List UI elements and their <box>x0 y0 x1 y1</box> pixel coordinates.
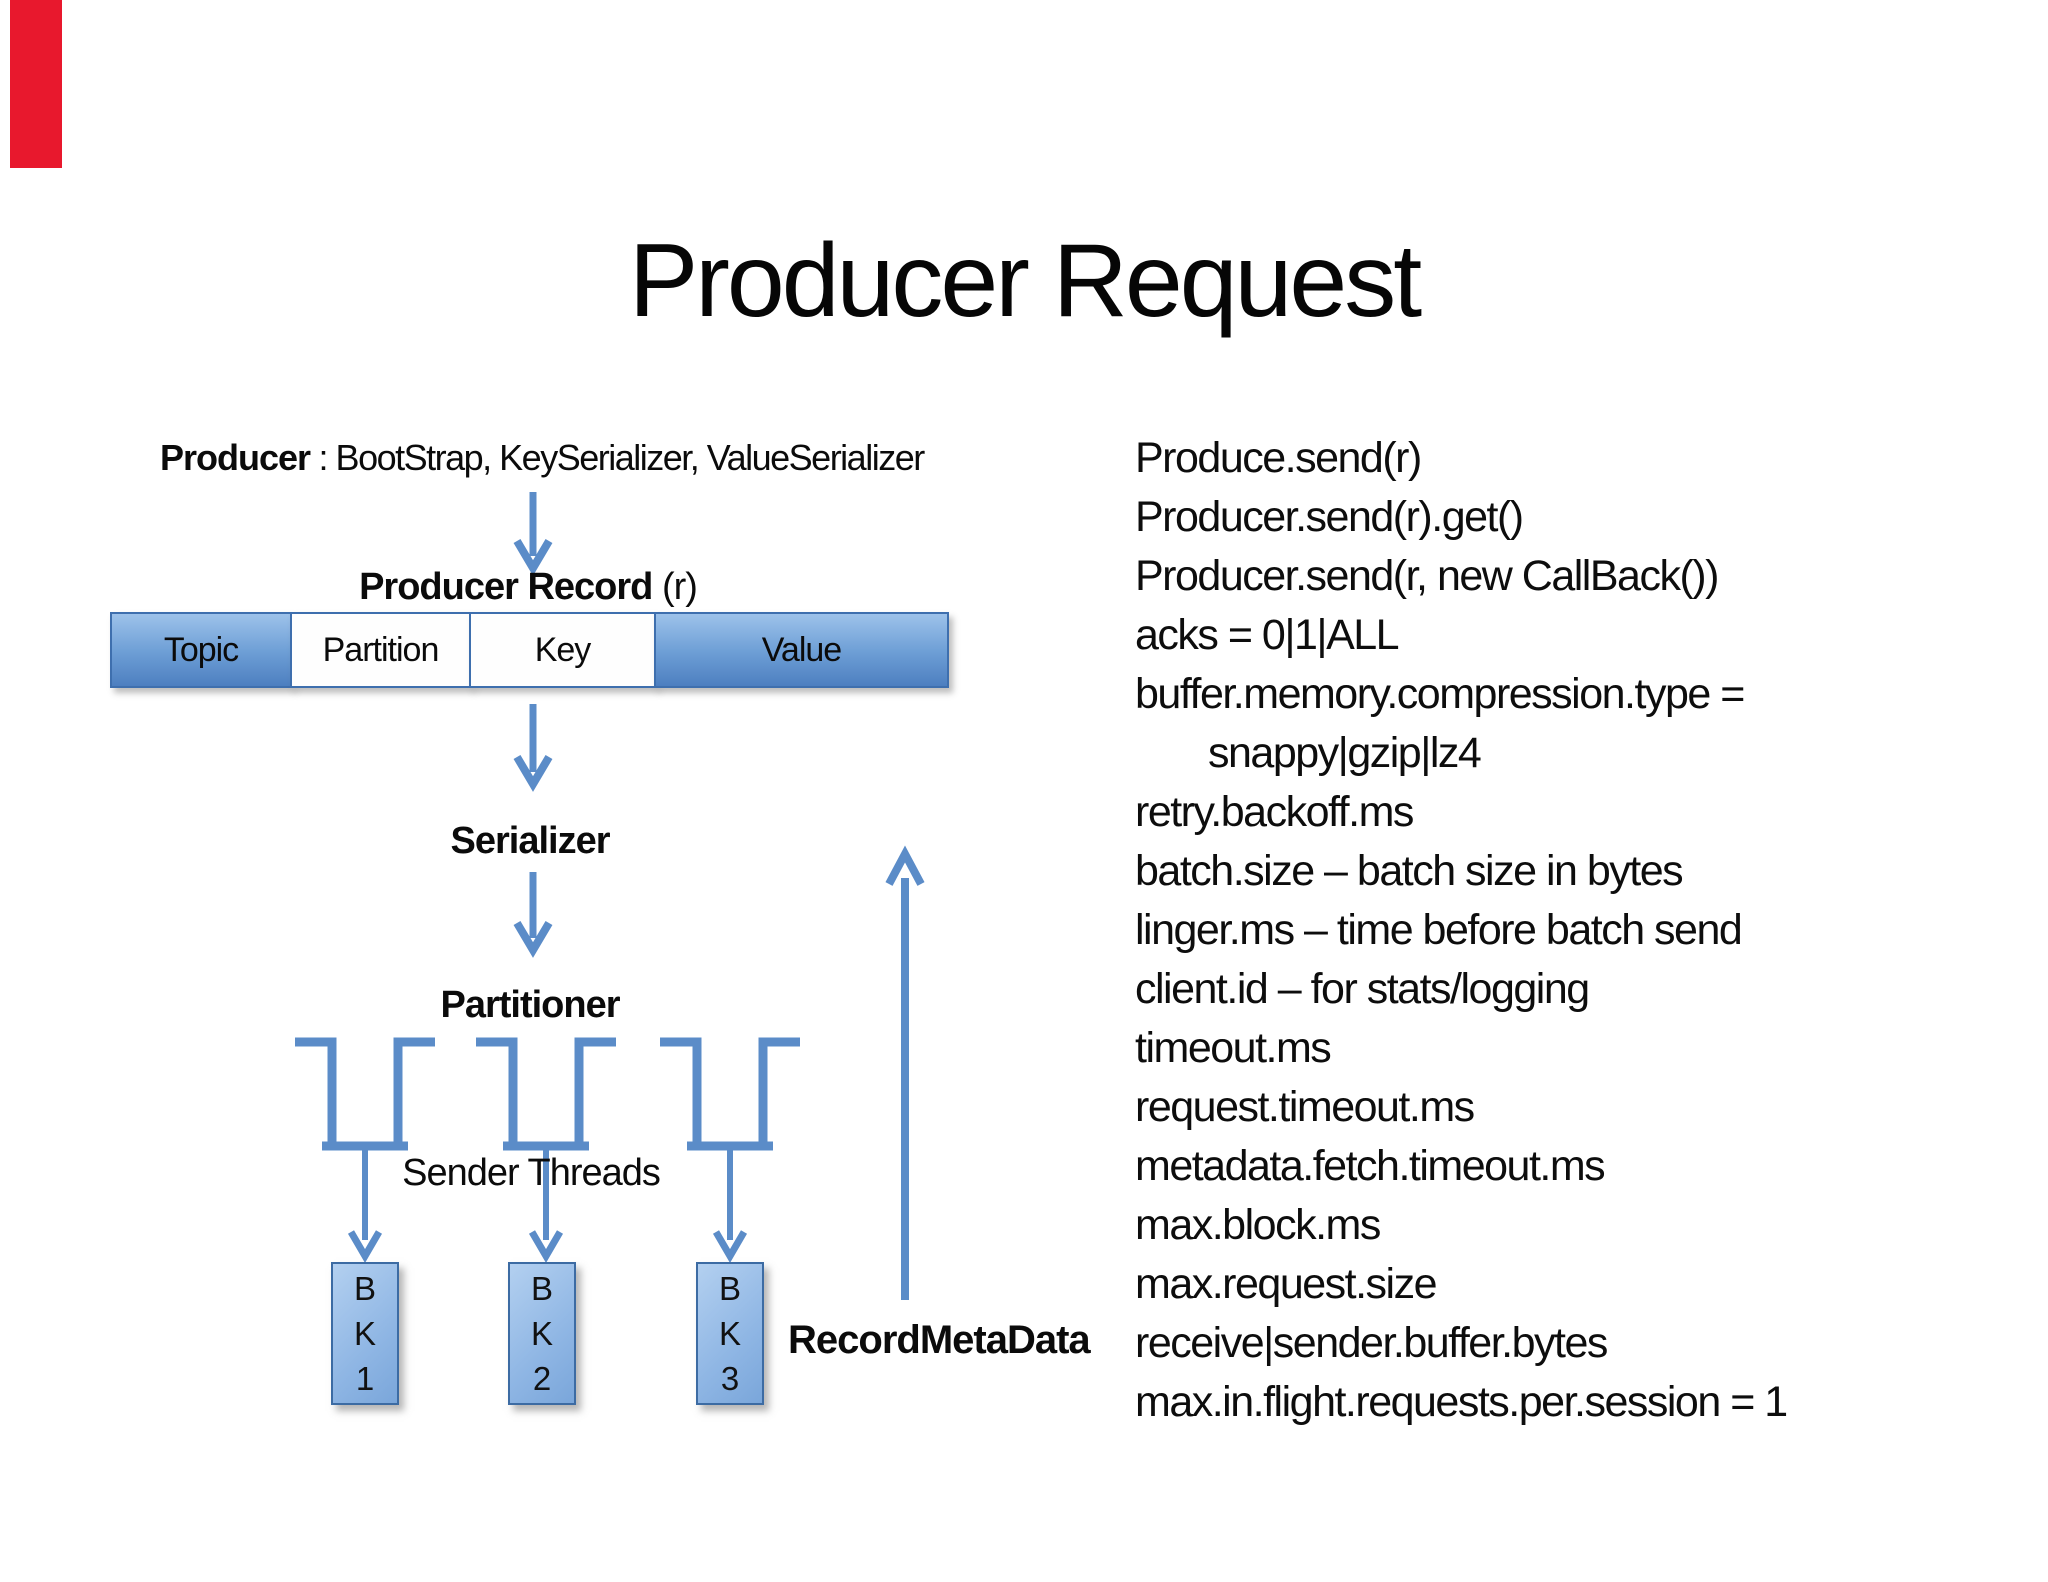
config-line: retry.backoff.ms <box>1135 788 1414 836</box>
config-line: receive|sender.buffer.bytes <box>1135 1319 1608 1367</box>
segment-label: Topic <box>163 630 239 669</box>
config-line: client.id – for stats/logging <box>1135 965 1590 1013</box>
broker-line: 2 <box>532 1360 552 1397</box>
record-metadata-label: RecordMetaData <box>788 1318 1091 1362</box>
funnel-icon-1 <box>295 1037 435 1151</box>
broker-line: B <box>353 1270 376 1307</box>
broker-line: B <box>718 1270 741 1307</box>
broker-line: K <box>718 1315 741 1352</box>
config-line: Produce.send(r) <box>1135 434 1422 482</box>
config-line: snappy|gzip|lz4 <box>1208 729 1482 777</box>
producer-record-bold: Producer Record <box>359 566 653 608</box>
funnel-icon-2 <box>476 1037 616 1151</box>
producer-record-label: Producer Record (r) <box>278 566 778 609</box>
sender-threads-label: Sender Threads <box>402 1152 661 1194</box>
config-line: buffer.memory.compression.type = <box>1135 670 1745 718</box>
producer-caption-bold: Producer <box>160 437 311 478</box>
broker-box-2: B K 2 <box>508 1262 576 1405</box>
broker-line: 1 <box>355 1360 375 1397</box>
broker-line: K <box>353 1315 376 1352</box>
producer-caption-rest: : BootStrap, KeySerializer, ValueSeriali… <box>310 437 926 478</box>
config-line: metadata.fetch.timeout.ms <box>1135 1142 1606 1190</box>
record-bar: Topic Partition Key Value <box>110 612 955 688</box>
config-line: max.request.size <box>1135 1260 1438 1308</box>
producer-caption: Producer : BootStrap, KeySerializer, Val… <box>160 436 926 480</box>
broker-line: 3 <box>720 1360 740 1397</box>
arrow-down-icon-2 <box>513 704 553 792</box>
config-line: linger.ms – time before batch send <box>1135 906 1743 954</box>
red-corner-marker <box>10 0 62 168</box>
sender-arrow-down-icon-3 <box>712 1146 748 1263</box>
config-line: request.timeout.ms <box>1135 1083 1475 1131</box>
arrow-down-icon-3 <box>513 872 553 958</box>
slide-title: Producer Request <box>628 223 1422 339</box>
segment-label: Key <box>534 630 592 669</box>
config-line: max.in.flight.requests.per.session = 1 <box>1135 1378 1788 1426</box>
config-line: timeout.ms <box>1135 1024 1332 1072</box>
segment-label: Value <box>761 630 842 669</box>
config-line: Producer.send(r, new CallBack()) <box>1135 552 1719 600</box>
arrow-down-icon-1 <box>513 492 553 576</box>
record-bar-segment-key: Key <box>469 612 656 688</box>
broker-line: B <box>530 1270 553 1307</box>
config-line: batch.size – batch size in bytes <box>1135 847 1684 895</box>
sender-arrow-down-icon-1 <box>347 1146 383 1263</box>
producer-record-suffix: (r) <box>652 566 698 608</box>
partitioner-label: Partitioner <box>440 984 620 1026</box>
broker-line: K <box>530 1315 553 1352</box>
broker-box-3: B K 3 <box>696 1262 764 1405</box>
config-line: acks = 0|1|ALL <box>1135 611 1400 659</box>
config-line: max.block.ms <box>1135 1201 1381 1249</box>
broker-box-1: B K 1 <box>331 1262 399 1405</box>
segment-label: Partition <box>322 630 440 669</box>
funnel-icon-3 <box>660 1037 800 1151</box>
config-list: Produce.send(r) Producer.send(r).get() P… <box>1135 429 2035 1432</box>
config-line: Producer.send(r).get() <box>1135 493 1524 541</box>
record-bar-segment-partition: Partition <box>290 612 471 688</box>
record-bar-segment-value: Value <box>654 612 949 688</box>
record-bar-segment-topic: Topic <box>110 612 292 688</box>
serializer-label: Serializer <box>450 820 611 862</box>
arrow-up-icon-record-metadata <box>885 845 925 1300</box>
